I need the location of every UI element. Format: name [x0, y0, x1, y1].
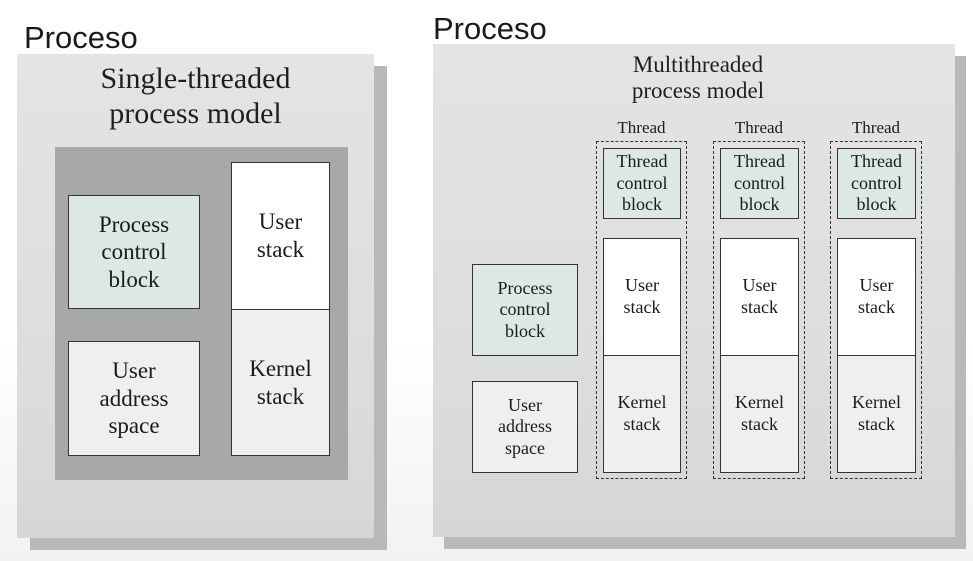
thread-2-kernel-stack-label: Kernel stack: [735, 392, 784, 434]
thread-2-control-block: Thread control block: [720, 148, 799, 219]
user-stack: User stack: [231, 162, 330, 310]
thread-3-user-stack: User stack: [837, 238, 916, 356]
thread-2-control-block-label: Thread control block: [734, 151, 785, 215]
thread-3-control-block-label: Thread control block: [851, 151, 902, 215]
thread-1-control-block-label: Thread control block: [616, 151, 668, 215]
process-control-block: Process control block: [68, 195, 200, 309]
multithreaded-title: Multithreaded process model: [433, 52, 963, 105]
thread-2-kernel-stack: Kernel stack: [720, 355, 799, 473]
process-control-block-label: Process control block: [98, 211, 170, 292]
thread-3-user-stack-label: User stack: [858, 275, 895, 317]
mt-process-control-block-label: Process control block: [497, 277, 553, 341]
mt-user-address-space-label: User address space: [498, 394, 552, 458]
thread-3-outline: [830, 141, 922, 479]
user-stack-label: User stack: [256, 209, 305, 262]
thread-3-label: Thread: [851, 118, 901, 137]
thread-1-user-stack: User stack: [603, 238, 681, 356]
thread-1-outline: [596, 141, 687, 479]
right-caption: Proceso: [433, 11, 547, 46]
thread-3-control-block: Thread control block: [837, 148, 916, 219]
thread-3-kernel-stack: Kernel stack: [837, 355, 916, 473]
single-threaded-title-line1: Single-threaded: [100, 62, 291, 95]
thread-2-user-stack: User stack: [720, 238, 799, 356]
thread-2-outline: [713, 141, 805, 479]
thread-2-label: Thread: [734, 118, 784, 137]
mt-user-address-space: User address space: [472, 381, 578, 473]
thread-3-kernel-stack-label: Kernel stack: [852, 392, 901, 434]
user-address-space-label: User address space: [99, 358, 169, 439]
thread-1-label: Thread: [617, 118, 666, 137]
thread-2-user-stack-label: User stack: [741, 275, 778, 317]
user-address-space: User address space: [68, 341, 200, 456]
thread-1-kernel-stack: Kernel stack: [603, 355, 681, 473]
single-threaded-title-line2: process model: [109, 96, 282, 130]
multithreaded-title-line1: Multithreaded: [632, 52, 764, 77]
kernel-stack-label: Kernel stack: [249, 355, 312, 409]
thread-1-user-stack-label: User stack: [623, 275, 661, 317]
kernel-stack: Kernel stack: [231, 309, 330, 456]
left-caption: Proceso: [24, 20, 138, 55]
mt-process-control-block: Process control block: [472, 264, 578, 356]
multithreaded-title-line2: process model: [631, 78, 765, 104]
thread-1-kernel-stack-label: Kernel stack: [617, 392, 667, 434]
single-threaded-title: Single-threaded process model: [17, 62, 374, 131]
thread-1-control-block: Thread control block: [603, 148, 681, 219]
